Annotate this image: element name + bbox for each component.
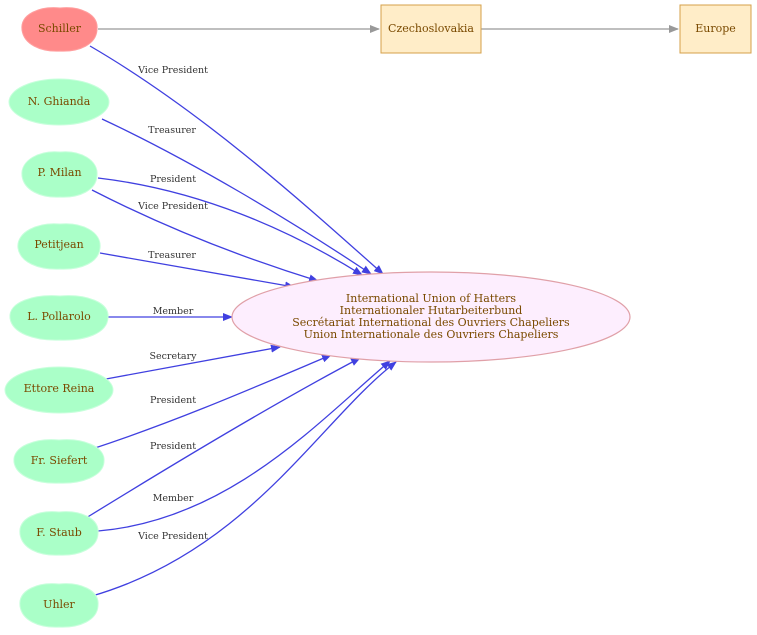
union-name-french: Secrétariat International des Ouvriers C… xyxy=(292,316,570,329)
node-czechoslovakia-label: Czechoslovakia xyxy=(388,22,474,35)
union-name-german: Internationaler Hutarbeiterbund xyxy=(340,304,523,317)
edge-schiller-union xyxy=(89,45,384,275)
node-milan-label: P. Milan xyxy=(37,166,81,179)
edge-staub-member-union xyxy=(97,360,391,532)
union-name-french-alt: Union Internationale des Ouvriers Chapel… xyxy=(304,328,559,341)
node-schiller-label: Schiller xyxy=(38,22,82,35)
node-staub[interactable]: F. Staub xyxy=(19,511,99,556)
node-uhler-label: Uhler xyxy=(43,598,75,611)
edge-staub-president-union xyxy=(85,357,361,519)
node-milan[interactable]: P. Milan xyxy=(21,151,98,198)
edge-label-staub-member: Member xyxy=(153,493,194,504)
edge-label-staub-president: President xyxy=(150,441,196,452)
edge-label-schiller: Vice President xyxy=(137,65,208,76)
node-petitjean[interactable]: Petitjean xyxy=(17,223,101,270)
node-petitjean-label: Petitjean xyxy=(34,238,83,251)
node-europe[interactable]: Europe xyxy=(679,4,752,54)
node-czechoslovakia[interactable]: Czechoslovakia xyxy=(380,4,482,54)
edge-siefert-union xyxy=(91,354,332,450)
edge-petitjean-union xyxy=(99,252,295,290)
edge-label-pollarolo: Member xyxy=(153,306,194,317)
node-pollarolo[interactable]: L. Pollarolo xyxy=(9,295,109,341)
edge-label-petitjean: Treasurer xyxy=(148,250,196,261)
edge-label-milan-vice: Vice President xyxy=(137,201,208,212)
edge-milan-president-union xyxy=(97,177,363,276)
node-ghianda[interactable]: N. Ghianda xyxy=(8,78,110,126)
edge-reina-union xyxy=(105,344,281,380)
node-union[interactable]: International Union of Hatters Internati… xyxy=(231,271,631,363)
edge-label-milan-president: President xyxy=(150,174,196,185)
edge-label-siefert: President xyxy=(150,395,196,406)
edge-label-reina: Secretary xyxy=(149,351,197,362)
node-ghianda-label: N. Ghianda xyxy=(28,95,91,108)
node-europe-label: Europe xyxy=(695,22,736,35)
edge-label-ghianda: Treasurer xyxy=(148,125,196,136)
node-siefert[interactable]: Fr. Siefert xyxy=(13,439,105,484)
node-staub-label: F. Staub xyxy=(36,526,82,539)
edge-uhler-union xyxy=(91,361,397,597)
node-siefert-label: Fr. Siefert xyxy=(31,454,88,467)
edge-ghianda-union xyxy=(101,118,372,275)
node-uhler[interactable]: Uhler xyxy=(19,583,99,628)
node-schiller[interactable]: Schiller xyxy=(21,7,98,52)
node-reina[interactable]: Ettore Reina xyxy=(4,366,114,414)
node-reina-label: Ettore Reina xyxy=(24,382,95,395)
union-name-english: International Union of Hatters xyxy=(346,292,517,305)
node-pollarolo-label: L. Pollarolo xyxy=(27,310,91,323)
edge-milan-vice-union xyxy=(91,189,319,283)
edge-label-uhler: Vice President xyxy=(137,531,208,542)
